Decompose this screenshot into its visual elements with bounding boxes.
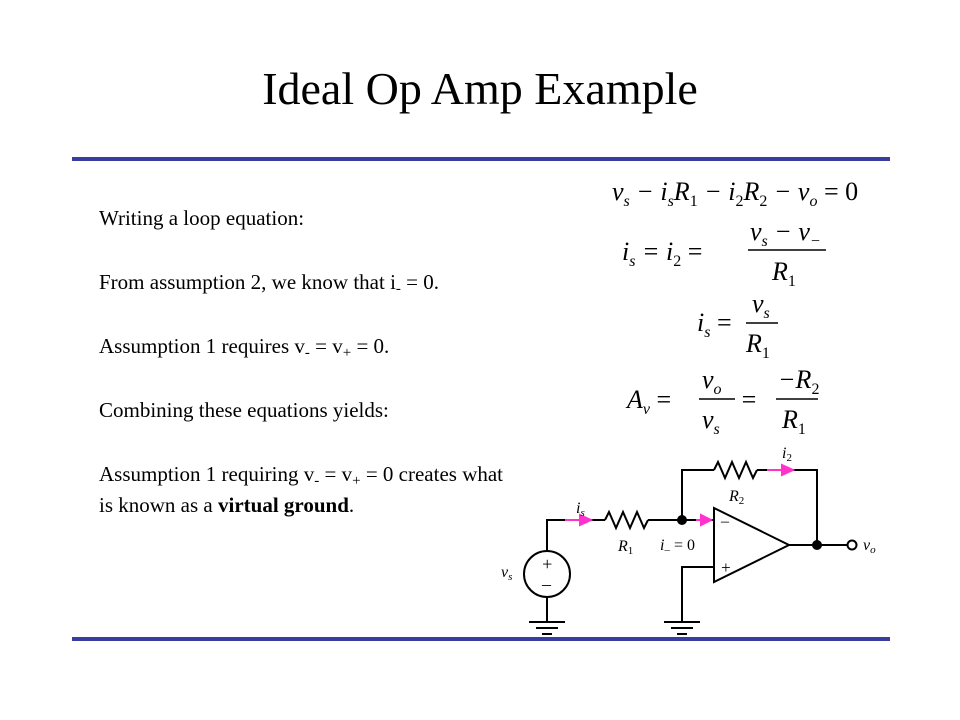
inverting-input-sign: – xyxy=(720,513,730,530)
non-inverting-ground-wire xyxy=(681,566,714,622)
i-minus-label: i– = 0 xyxy=(660,537,695,556)
source-ground-icon xyxy=(529,621,565,635)
inverting-node-dot xyxy=(677,515,687,525)
gain-equals-2: = xyxy=(740,385,758,414)
i-minus-arrow-icon xyxy=(700,513,714,527)
combining-line: Combining these equations yields: xyxy=(99,398,389,422)
op-amp-triangle-icon xyxy=(713,506,792,584)
equations-panel: vs − isR1 − i2R2 − vo = 0 is = i2 = vs −… xyxy=(612,177,858,438)
gain-denominator-2: R1 xyxy=(781,405,806,438)
amp-ground-icon xyxy=(664,621,700,635)
source-current-denominator: R1 xyxy=(745,329,770,362)
vs-label: vs xyxy=(501,564,512,583)
page-title: Ideal Op Amp Example xyxy=(262,63,698,114)
bottom-divider xyxy=(72,637,890,641)
feedback-wire-left xyxy=(681,469,714,520)
gain-numerator-1: vo xyxy=(702,365,722,398)
source-minus-sign: – xyxy=(541,574,552,594)
input-wire xyxy=(546,519,605,551)
loop-equation: vs − isR1 − i2R2 − vo = 0 xyxy=(612,177,858,210)
is-arrow-icon xyxy=(579,513,594,527)
voltage-gain-equation: Av = xyxy=(625,385,671,418)
loop-equation-line: Writing a loop equation: xyxy=(99,206,305,230)
is-label: is xyxy=(576,500,585,519)
vo-label: vo xyxy=(863,537,876,556)
source-current-numerator: vs xyxy=(752,289,770,322)
assumption-1-line: Assumption 1 requires v- = v+ = 0. xyxy=(99,334,390,361)
output-terminal-icon xyxy=(846,539,858,551)
gain-denominator-1: vs xyxy=(702,405,720,438)
r1-label: R1 xyxy=(617,538,633,557)
i2-arrow-icon xyxy=(781,463,796,477)
i2-label: i2 xyxy=(782,445,792,464)
resistor-r2-symbol xyxy=(713,459,758,481)
r2-label: R2 xyxy=(728,488,744,507)
top-divider xyxy=(72,157,890,161)
virtual-ground-line: Assumption 1 requiring v- = v+ = 0 creat… xyxy=(99,462,504,517)
gain-numerator-2: −R2 xyxy=(778,365,819,398)
op-amp-circuit-diagram: is R1 R2 i2 i– = 0 vs vo + – – + xyxy=(501,445,876,635)
current-equation: is = i2 = xyxy=(622,237,702,270)
current-equation-numerator: vs − v− xyxy=(750,217,821,250)
non-inverting-input-sign: + xyxy=(720,558,731,577)
source-plus-sign: + xyxy=(541,554,553,574)
explanation-text: Writing a loop equation: From assumption… xyxy=(99,203,519,521)
current-equation-denominator: R1 xyxy=(771,257,796,290)
assumption-2-line: From assumption 2, we know that i- = 0. xyxy=(99,270,439,297)
source-current-equation: is = xyxy=(697,308,732,341)
output-node-dot xyxy=(812,540,822,550)
resistor-r1-symbol xyxy=(604,509,649,531)
